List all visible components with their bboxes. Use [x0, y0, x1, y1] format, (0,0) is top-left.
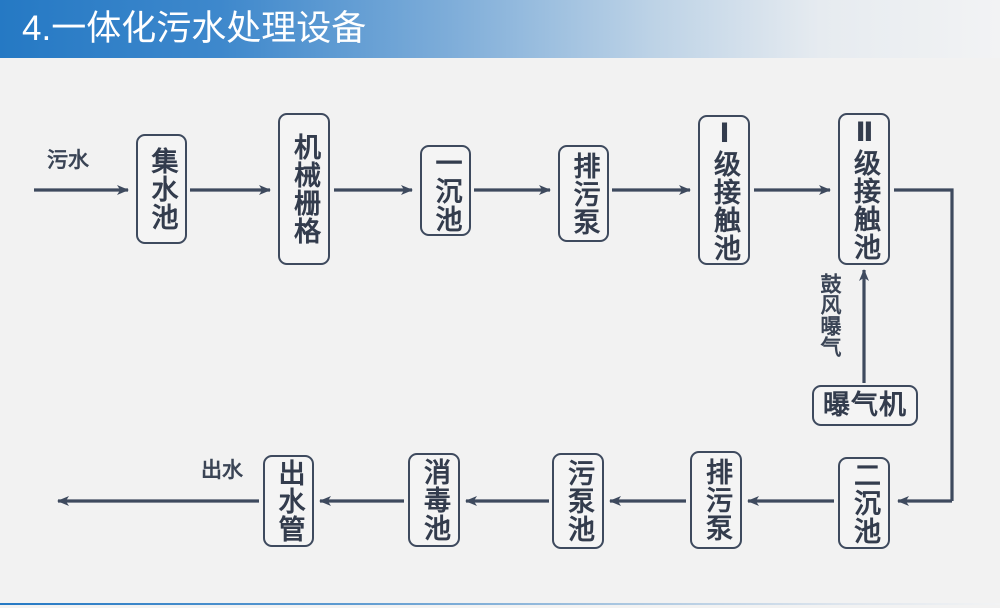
node-label: 一沉池	[430, 148, 462, 233]
node-label: 排污泵	[568, 151, 600, 236]
aeration-label: 鼓风曝气	[818, 273, 842, 357]
node-disinfection-tank[interactable]: 消毒池	[408, 453, 460, 547]
node-sludge-pump-tank[interactable]: 污泵池	[552, 453, 604, 549]
flow-connectors	[34, 185, 954, 506]
node-aerator[interactable]: 曝气机	[812, 385, 918, 426]
inlet-label: 污水	[47, 148, 89, 172]
node-mechanical-grille[interactable]: 机械栅格	[278, 113, 330, 265]
title-band	[0, 0, 1000, 58]
process-flow-diagram: 污水 出水 鼓风曝气 集水池 机械栅格 一沉池 排污泵 Ⅰ级接触池 Ⅱ级接触池 …	[0, 58, 1000, 603]
node-contact-tank-2[interactable]: Ⅱ级接触池	[838, 113, 890, 265]
node-label: Ⅰ级接触池	[709, 118, 740, 262]
node-label: Ⅱ级接触池	[849, 117, 880, 261]
node-label: 机械栅格	[289, 133, 320, 245]
node-label: 集水池	[146, 147, 178, 231]
node-label: 二沉池	[849, 461, 880, 545]
node-collection-tank[interactable]: 集水池	[136, 134, 187, 244]
node-label: 排污泵	[701, 458, 732, 542]
node-sewage-pump-2[interactable]: 排污泵	[690, 451, 742, 549]
node-label: 曝气机	[823, 389, 907, 421]
node-sewage-pump-1[interactable]: 排污泵	[558, 145, 609, 242]
node-label: 消毒池	[419, 458, 450, 542]
node-label: 出水管	[273, 459, 305, 543]
node-secondary-settler[interactable]: 二沉池	[838, 457, 890, 549]
node-label: 污泵池	[563, 459, 594, 543]
node-primary-settler[interactable]: 一沉池	[420, 145, 471, 236]
node-contact-tank-1[interactable]: Ⅰ级接触池	[698, 115, 750, 265]
footer-accent-rule	[0, 603, 1000, 605]
page-title: 4.一体化污水处理设备	[22, 9, 367, 48]
node-outlet-pipe[interactable]: 出水管	[263, 455, 314, 547]
edge-contact2-to-bus	[894, 188, 954, 501]
outlet-label: 出水	[201, 458, 243, 482]
